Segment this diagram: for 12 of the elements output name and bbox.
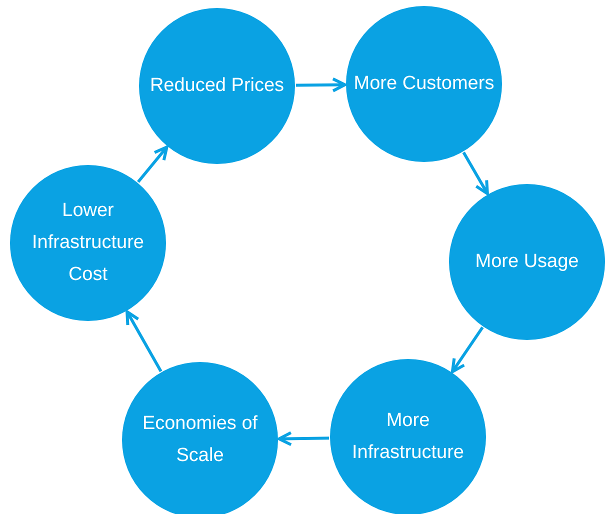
arrow (450, 326, 484, 374)
arrow (137, 146, 168, 183)
node-label: Reduced Prices (150, 74, 284, 98)
arrow (126, 310, 162, 372)
node-label: Economies of Scale (141, 412, 259, 468)
node-label: More Usage (475, 250, 579, 274)
arrow (296, 77, 346, 92)
node-label: More Customers (354, 72, 494, 96)
arrow (278, 431, 330, 446)
node-label: Lower Infrastructure Cost (31, 199, 145, 287)
node-label: More Infrastructure (351, 409, 465, 465)
arrow (462, 152, 489, 196)
